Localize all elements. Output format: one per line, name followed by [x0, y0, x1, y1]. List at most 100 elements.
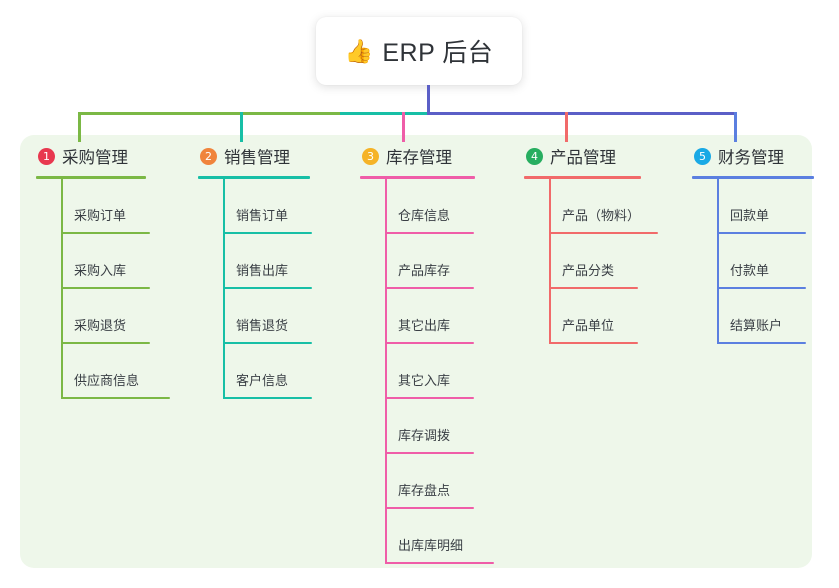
branch-item-label: 销售出库 — [236, 263, 289, 278]
branch-item-label: 仓库信息 — [398, 208, 451, 223]
branch-item[interactable]: 其它出库 — [386, 289, 525, 344]
branch-item-label: 产品库存 — [398, 263, 451, 278]
branch-item[interactable]: 销售出库 — [224, 234, 358, 289]
branch-item-underline — [62, 232, 150, 234]
branch-title: 产品管理 — [550, 149, 616, 167]
branch-spine — [385, 179, 387, 564]
branch-item[interactable]: 采购入库 — [62, 234, 196, 289]
branch-underline — [36, 176, 146, 179]
branch-item-label: 采购退货 — [74, 318, 127, 333]
branch-item-label: 采购入库 — [74, 263, 127, 278]
branch-item-underline — [718, 232, 806, 234]
branch-spine — [223, 179, 225, 399]
branch-item[interactable]: 库存调拨 — [386, 399, 525, 454]
branch-item-underline — [224, 287, 312, 289]
branch-item-underline — [386, 452, 474, 454]
connector-drop-5 — [734, 112, 737, 142]
branch-item-underline — [386, 342, 474, 344]
branch-items: 回款单付款单结算账户 — [692, 179, 817, 344]
branch-item-label: 结算账户 — [730, 318, 783, 333]
branch-item-label: 供应商信息 — [74, 373, 140, 388]
thumbs-up-icon: 👍 — [344, 37, 374, 64]
branch-item-label: 采购订单 — [74, 208, 127, 223]
branch-item-underline — [224, 397, 312, 399]
branch-item[interactable]: 采购订单 — [62, 179, 196, 234]
branch-item[interactable]: 结算账户 — [718, 289, 817, 344]
branch-item-underline — [718, 287, 806, 289]
branch-item-label: 其它入库 — [398, 373, 451, 388]
branch-item[interactable]: 回款单 — [718, 179, 817, 234]
connector-drop-1 — [78, 112, 81, 142]
branch-item-underline — [386, 232, 474, 234]
branch-item[interactable]: 供应商信息 — [62, 344, 196, 399]
branch-column-5: 5 财务管理回款单付款单结算账户 — [692, 143, 817, 344]
branch-number-badge: 2 — [200, 147, 217, 165]
branch-item-underline — [386, 507, 474, 509]
branch-item-label: 销售订单 — [236, 208, 289, 223]
branch-item-label: 付款单 — [730, 263, 770, 278]
branch-item-label: 产品分类 — [562, 263, 615, 278]
branch-item-underline — [718, 342, 806, 344]
branch-item[interactable]: 销售订单 — [224, 179, 358, 234]
branch-title: 财务管理 — [718, 149, 784, 167]
branch-item[interactable]: 产品分类 — [550, 234, 692, 289]
branch-item-underline — [550, 232, 658, 234]
connector-bus-teal — [340, 112, 430, 115]
branch-item-label: 产品（物料） — [562, 208, 641, 223]
branch-item-label: 库存调拨 — [398, 428, 451, 443]
branch-item[interactable]: 库存盘点 — [386, 454, 525, 509]
root-title: ERP 后台 — [382, 39, 494, 67]
branch-item-underline — [386, 287, 474, 289]
connector-drop-4 — [565, 112, 568, 142]
branch-item[interactable]: 客户信息 — [224, 344, 358, 399]
branch-header[interactable]: 5 财务管理 — [692, 143, 817, 169]
branch-number-badge: 5 — [694, 147, 711, 165]
branch-item-label: 出库库明细 — [398, 538, 464, 553]
branch-items: 采购订单采购入库采购退货供应商信息 — [36, 179, 196, 399]
branch-title: 库存管理 — [386, 149, 452, 167]
branch-spine — [549, 179, 551, 344]
branch-item-underline — [62, 397, 170, 399]
branch-item[interactable]: 产品库存 — [386, 234, 525, 289]
branch-underline — [524, 176, 641, 179]
connector-drop-2 — [240, 112, 243, 142]
branch-item-underline — [386, 397, 474, 399]
branch-column-3: 3 库存管理仓库信息产品库存其它出库其它入库库存调拨库存盘点出库库明细 — [360, 143, 525, 564]
branch-header[interactable]: 3 库存管理 — [360, 143, 525, 169]
branch-item-label: 客户信息 — [236, 373, 289, 388]
branch-item[interactable]: 产品单位 — [550, 289, 692, 344]
connector-bus-blue — [427, 112, 737, 115]
branch-item[interactable]: 产品（物料） — [550, 179, 692, 234]
branch-item[interactable]: 采购退货 — [62, 289, 196, 344]
branch-item-underline — [224, 232, 312, 234]
root-node[interactable]: 👍 ERP 后台 — [316, 17, 522, 85]
connector-drop-3 — [402, 112, 405, 142]
connector-bus-green — [78, 112, 342, 115]
branch-spine — [717, 179, 719, 344]
branch-item-underline — [224, 342, 312, 344]
branch-item-label: 库存盘点 — [398, 483, 451, 498]
branch-number-badge: 3 — [362, 147, 379, 165]
branch-item[interactable]: 出库库明细 — [386, 509, 525, 564]
branch-spine — [61, 179, 63, 399]
branch-item-underline — [386, 562, 494, 564]
branch-item[interactable]: 仓库信息 — [386, 179, 525, 234]
branch-item[interactable]: 付款单 — [718, 234, 817, 289]
branch-item-label: 产品单位 — [562, 318, 615, 333]
branch-item[interactable]: 销售退货 — [224, 289, 358, 344]
branch-underline — [692, 176, 814, 179]
branch-item-underline — [550, 287, 638, 289]
branch-number-badge: 1 — [38, 147, 55, 165]
branch-item[interactable]: 其它入库 — [386, 344, 525, 399]
branch-item-label: 其它出库 — [398, 318, 451, 333]
branch-item-underline — [550, 342, 638, 344]
connector-root-stem — [427, 85, 430, 112]
branch-underline — [360, 176, 475, 179]
branch-item-label: 回款单 — [730, 208, 770, 223]
